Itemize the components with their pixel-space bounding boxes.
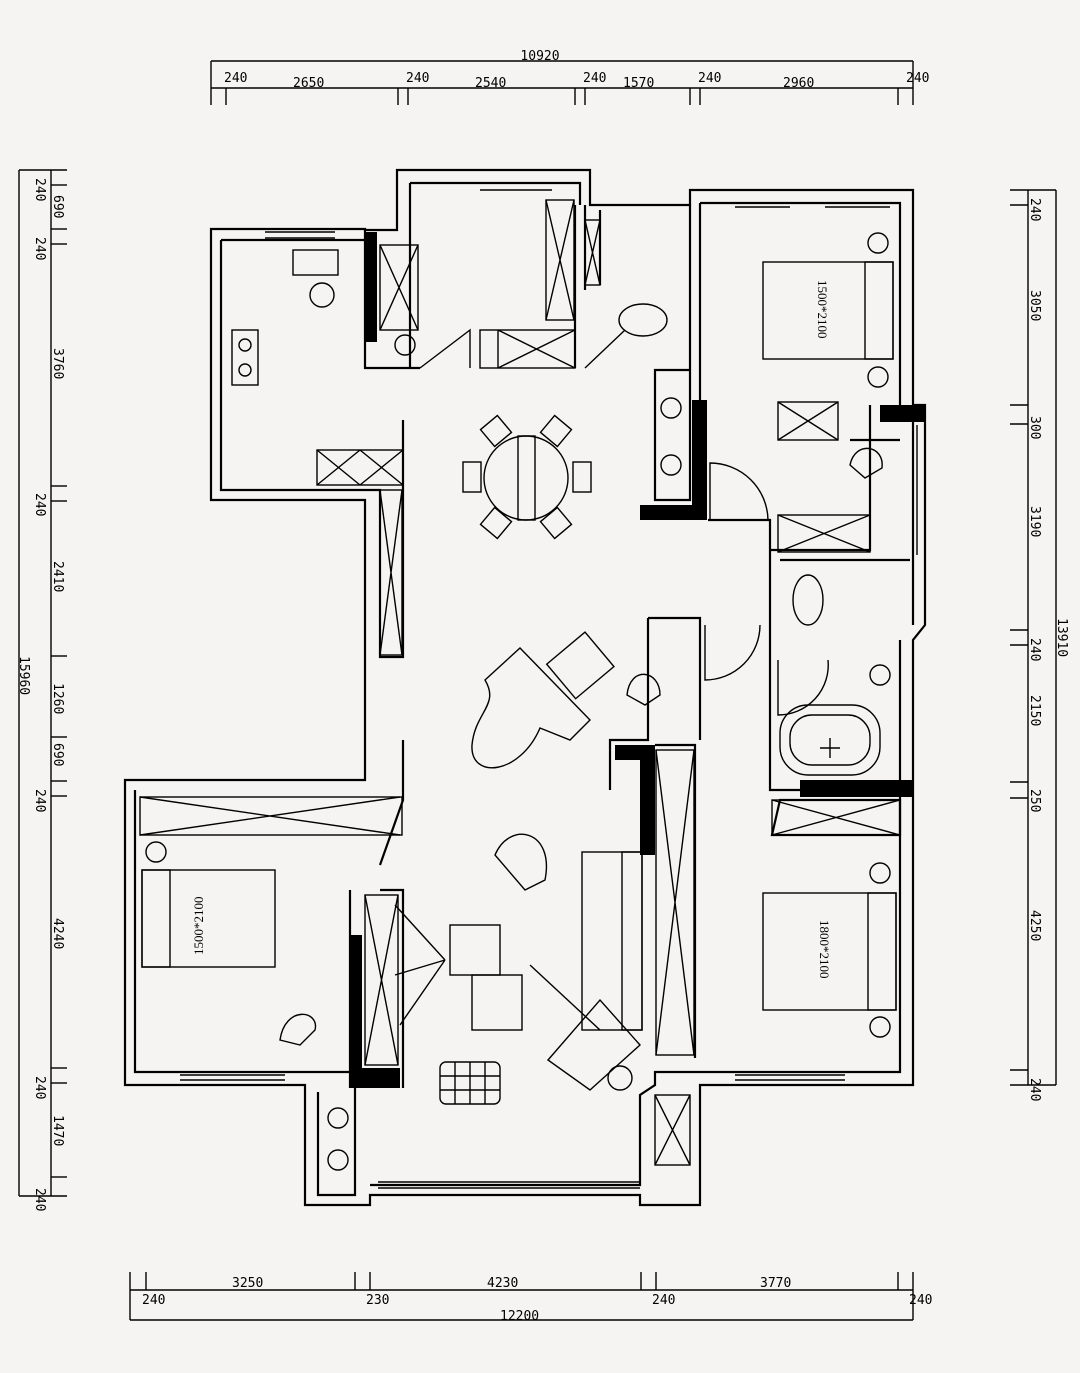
dim-bottom-wall-0: 240 <box>142 1293 165 1308</box>
dim-right-3: 3190 <box>1027 506 1042 537</box>
wall-column <box>350 935 362 1070</box>
right-dimension: 240 3050 300 3190 240 2150 250 4250 240 … <box>1010 189 1069 1101</box>
dim-top-1: 2650 <box>293 76 324 91</box>
dim-top-4: 240 <box>583 71 606 86</box>
bed-master-top: 1500*2100 <box>762 232 894 388</box>
dim-left-7: 690 <box>50 743 65 766</box>
wall-column <box>880 405 925 422</box>
interior-walls <box>348 183 925 1088</box>
dim-left-1: 690 <box>50 195 65 218</box>
left-dimension: 240 690 240 3760 240 2410 1260 690 240 4… <box>16 169 67 1211</box>
dim-bottom-1: 4230 <box>487 1276 518 1291</box>
bed-right-bottom: 1800*2100 <box>762 862 897 1038</box>
dim-bottom-2: 3770 <box>760 1276 791 1291</box>
left-labels: 240 690 240 3760 240 2410 1260 690 240 4… <box>16 178 65 1211</box>
wall-column <box>640 745 655 855</box>
dim-right-6: 250 <box>1027 789 1042 812</box>
wall-column <box>692 400 707 520</box>
piano <box>471 631 615 769</box>
bed-left: 1500*2100 <box>141 841 276 968</box>
dim-bottom-0: 3250 <box>232 1276 263 1291</box>
ottoman-grid <box>439 1061 501 1105</box>
windows <box>180 189 918 1189</box>
dim-right-total: 13910 <box>1054 618 1069 657</box>
bathtub <box>779 704 881 776</box>
dim-top-3: 2540 <box>475 76 506 91</box>
sofa <box>529 851 643 1091</box>
bottom-dimension: 3250 4230 3770 240 230 240 240 12200 <box>129 1272 932 1324</box>
dim-right-1: 3050 <box>1027 290 1042 321</box>
dim-left-total: 15960 <box>16 656 31 695</box>
dim-left-2: 240 <box>32 237 47 260</box>
dim-left-0: 240 <box>32 178 47 201</box>
dim-right-2: 300 <box>1027 416 1042 439</box>
dim-left-11: 1470 <box>50 1115 65 1146</box>
armchairs <box>279 447 883 1046</box>
bed-size-label: 1500*2100 <box>815 280 830 339</box>
dim-left-6: 1260 <box>50 683 65 714</box>
dim-top-2: 240 <box>406 71 429 86</box>
bed-size-label: 1800*2100 <box>817 920 832 979</box>
toilets-sinks <box>231 249 891 1171</box>
cabinets <box>139 199 901 1166</box>
wall-column <box>365 232 377 342</box>
dim-top-6: 240 <box>698 71 721 86</box>
dim-left-5: 2410 <box>50 561 65 592</box>
dim-left-12: 240 <box>32 1188 47 1211</box>
dim-right-8: 240 <box>1027 1078 1042 1101</box>
top-dimension: 10920 240 2650 240 2540 240 1570 240 296… <box>210 49 929 105</box>
dim-top-5: 1570 <box>623 76 654 91</box>
dim-top-0: 240 <box>224 71 247 86</box>
dining-table <box>462 414 592 540</box>
dim-right-4: 240 <box>1027 638 1042 661</box>
dim-left-9: 4240 <box>50 918 65 949</box>
wall-column <box>350 1068 400 1088</box>
dim-left-10: 240 <box>32 1076 47 1099</box>
dim-right-0: 240 <box>1027 198 1042 221</box>
dim-right-7: 4250 <box>1027 910 1042 941</box>
dim-bottom-total: 12200 <box>500 1309 539 1324</box>
dim-left-8: 240 <box>32 789 47 812</box>
dim-bottom-wall-1: 230 <box>366 1293 389 1308</box>
dim-top-7: 2960 <box>783 76 814 91</box>
dim-top-8: 240 <box>906 71 929 86</box>
wall-column <box>640 505 700 520</box>
coffee-tables <box>394 904 523 1031</box>
dim-left-3: 3760 <box>50 348 65 379</box>
dim-bottom-wall-2: 240 <box>652 1293 675 1308</box>
exterior-walls <box>123 168 927 1207</box>
wall-column <box>800 780 913 797</box>
dim-bottom-wall-3: 240 <box>909 1293 932 1308</box>
dim-top-total-label: 10920 <box>520 49 559 64</box>
bed-size-label: 1500*2100 <box>191 897 206 956</box>
dim-right-5: 2150 <box>1027 695 1042 726</box>
dim-left-4: 240 <box>32 493 47 516</box>
doors <box>419 328 829 716</box>
